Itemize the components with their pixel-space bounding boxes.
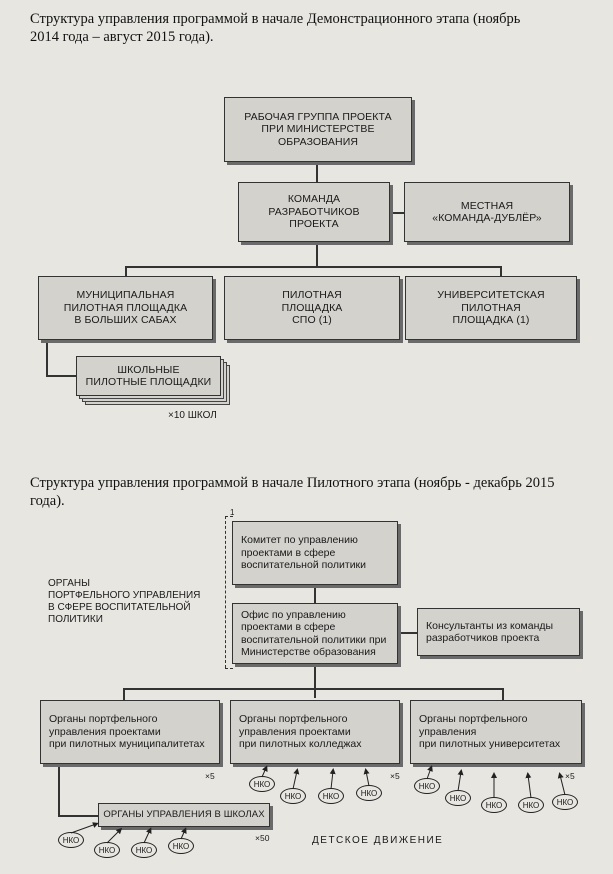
connector xyxy=(58,764,60,816)
bracket-dashed-line xyxy=(225,668,233,669)
school-count-label: ×10 ШКОЛ xyxy=(168,410,217,421)
children-movement-label: ДЕТСКОЕ ДВИЖЕНИЕ xyxy=(312,835,444,846)
arrow xyxy=(426,765,433,780)
arrow xyxy=(525,772,532,799)
connector xyxy=(46,375,76,377)
university-site-box: УНИВЕРСИТЕТСКАЯ ПИЛОТНАЯ ПЛОЩАДКА (1) xyxy=(405,276,577,340)
arrow xyxy=(557,772,566,796)
connector xyxy=(500,266,502,276)
multiplier-school: ×50 xyxy=(255,833,270,843)
consultants-box: Консультанты из команды разработчиков пр… xyxy=(417,608,580,656)
dev-team-box: КОМАНДА РАЗРАБОТЧИКОВ ПРОЕКТА xyxy=(238,182,390,242)
caption-stage-2: Структура управления программой в начале… xyxy=(30,475,555,509)
connector xyxy=(125,266,501,268)
arrow xyxy=(261,765,268,778)
municipal-bodies-box: Органы портфельного управления проектами… xyxy=(40,700,220,764)
connector xyxy=(314,664,316,698)
connector xyxy=(125,266,127,276)
arrow xyxy=(329,768,336,790)
connector xyxy=(502,688,504,700)
multiplier-university: ×5 xyxy=(565,771,575,781)
connector xyxy=(397,632,417,634)
connector xyxy=(316,162,318,182)
caption-stage-1: Структура управления программой в начале… xyxy=(30,11,521,45)
connector xyxy=(316,242,318,266)
arrow xyxy=(143,827,152,844)
college-bodies-box: Органы портфельного управления проектами… xyxy=(230,700,400,764)
multiplier-college: ×5 xyxy=(390,771,400,781)
ngo-oval: НКО xyxy=(94,842,120,858)
arrow xyxy=(106,827,123,844)
connector xyxy=(46,340,48,376)
committee-box: Комитет по управлению проектами в сфере … xyxy=(232,521,398,585)
connector xyxy=(58,815,98,817)
municipal-site-box: МУНИЦИПАЛЬНАЯ ПИЛОТНАЯ ПЛОЩАДКА В БОЛЬШИ… xyxy=(38,276,213,340)
connector xyxy=(123,688,503,690)
ngo-oval: НКО xyxy=(356,785,382,801)
university-bodies-box: Органы портфельного управления при пилот… xyxy=(410,700,582,764)
bracket-dashed-line xyxy=(225,516,226,668)
arrow xyxy=(292,768,300,790)
local-team-box: МЕСТНАЯ «КОМАНДА-ДУБЛЁР» xyxy=(404,182,570,242)
arrow xyxy=(180,827,187,840)
working-group-box: РАБОЧАЯ ГРУППА ПРОЕКТА ПРИ МИНИСТЕРСТВЕ … xyxy=(224,97,412,162)
office-box: Офис по управлению проектами в сфере вос… xyxy=(232,603,398,664)
school-sites-box: ШКОЛЬНЫЕ ПИЛОТНЫЕ ПЛОЩАДКИ xyxy=(76,356,221,396)
connector xyxy=(314,585,316,603)
connector xyxy=(123,688,125,700)
school-bodies-box: ОРГАНЫ УПРАВЛЕНИЯ В ШКОЛАХ xyxy=(98,803,270,827)
arrow xyxy=(363,768,370,787)
multiplier-municipal: ×5 xyxy=(205,771,215,781)
bracket-dashed-line xyxy=(225,516,233,517)
spo-site-box: ПИЛОТНАЯ ПЛОЩАДКА СПО (1) xyxy=(224,276,400,340)
arrow xyxy=(457,769,464,792)
arrow xyxy=(70,822,99,834)
connector xyxy=(390,212,404,214)
portfolio-bodies-label: ОРГАНЫ ПОРТФЕЛЬНОГО УПРАВЛЕНИЯ В СФЕРЕ В… xyxy=(48,578,201,625)
bracket-marker: 1 xyxy=(230,508,235,517)
